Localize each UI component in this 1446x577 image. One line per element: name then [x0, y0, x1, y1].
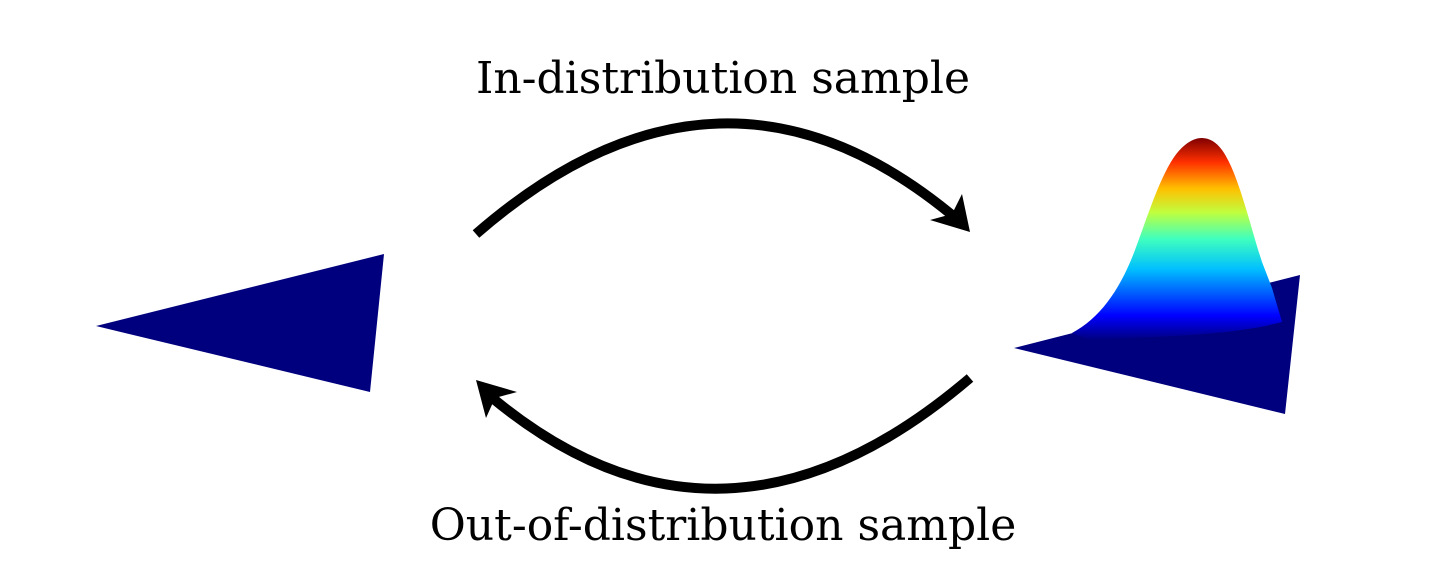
flat-distribution-plane [96, 254, 384, 392]
out-of-distribution-arrowhead-icon [476, 380, 517, 418]
out-of-distribution-arrow [486, 374, 974, 494]
in-distribution-arrow [472, 118, 962, 238]
gaussian-peak-surface [1072, 137, 1282, 340]
in-distribution-arrowhead-icon [930, 194, 970, 232]
in-distribution-label: In-distribution sample [476, 53, 970, 104]
out-of-distribution-label: Out-of-distribution sample [430, 500, 1017, 551]
